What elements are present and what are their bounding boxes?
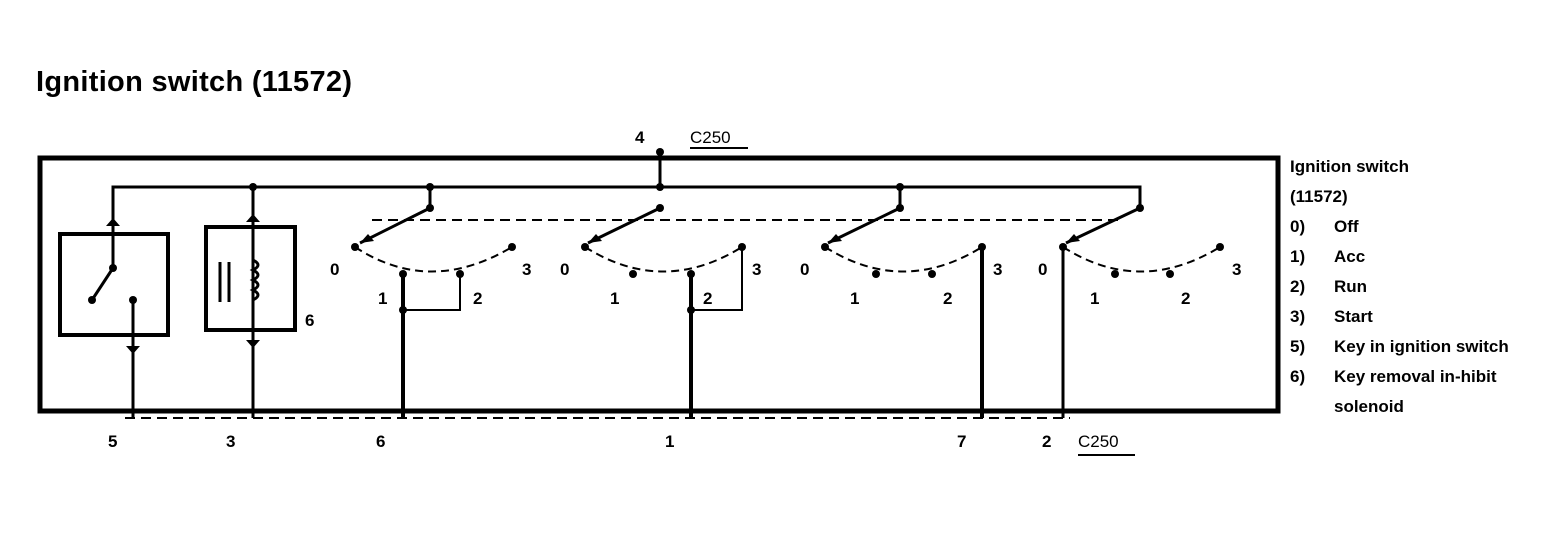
solenoid-label: 6 [305, 311, 314, 330]
position-label: 2 [703, 289, 712, 308]
switch-2-jumper [691, 247, 743, 311]
junction-dot [687, 306, 695, 314]
position-label: 3 [993, 260, 1002, 279]
page-title: Ignition switch (11572) [36, 66, 353, 98]
solenoid-box [204, 225, 297, 332]
position-label: 0 [330, 260, 339, 279]
legend-text: Start [1334, 307, 1373, 326]
switch-3-blade [827, 206, 901, 245]
position-label: 0 [1038, 260, 1047, 279]
position-label: 3 [522, 260, 531, 279]
arrow-icon [360, 234, 374, 243]
pin-4-dot [656, 148, 664, 156]
legend-title-part-number: (11572) [1290, 187, 1348, 206]
position-label: 1 [378, 289, 387, 308]
switch-1-jumper [403, 274, 461, 311]
legend-title: Ignition switch [1290, 157, 1409, 176]
component-box [37, 155, 1281, 414]
legend-text: Key in ignition switch [1334, 337, 1509, 356]
arrow-down-icon [246, 340, 260, 348]
junction-dot [399, 306, 407, 314]
arrow-icon [828, 234, 842, 243]
switch-1-arc [354, 246, 513, 273]
legend-item: 1) Acc [1290, 242, 1540, 272]
position-label: 1 [850, 289, 859, 308]
position-label: 1 [1090, 289, 1099, 308]
arrow-icon [1066, 234, 1080, 243]
position-label: 3 [752, 260, 761, 279]
legend-text: Off [1334, 217, 1359, 236]
switch-4-arc [1062, 246, 1221, 273]
arrow-down-icon [126, 346, 140, 354]
position-label: 3 [1232, 260, 1241, 279]
legend: Ignition switch (11572) 0) Off 1) Acc 2)… [1290, 152, 1540, 422]
position-label: 2 [943, 289, 952, 308]
legend-text: Acc [1334, 247, 1366, 266]
legend-item: 3) Start [1290, 302, 1540, 332]
bottom-pin-label: 5 [108, 432, 117, 451]
arrow-up-icon [246, 214, 260, 222]
bottom-pin-label: 1 [665, 432, 674, 451]
bottom-pin-label: 2 [1042, 432, 1051, 451]
position-label: 2 [473, 289, 482, 308]
legend-item: 0) Off [1290, 212, 1540, 242]
position-label: 2 [1181, 289, 1190, 308]
switch-2-arc [584, 246, 743, 273]
contact-dot [581, 243, 589, 251]
legend-item: 6) Key removal in-hibit solenoid [1290, 362, 1540, 422]
position-label: 0 [800, 260, 809, 279]
legend-key: 3) [1290, 307, 1306, 326]
solenoid-coil-icon [249, 258, 260, 302]
contact-dot [508, 243, 516, 251]
bottom-pin-label: 6 [376, 432, 385, 451]
bottom-connector-label: C250 [1078, 432, 1119, 451]
legend-key: 6) [1290, 367, 1306, 386]
contact-dot [872, 270, 880, 278]
contact-dot [88, 296, 96, 304]
legend-item: 5) Key in ignition switch [1290, 332, 1540, 362]
legend-key: 5) [1290, 337, 1306, 356]
switch-2-blade [587, 206, 661, 245]
contact-dot [821, 243, 829, 251]
bus-junction [656, 183, 664, 191]
legend-text: Key removal in-hibit solenoid [1334, 367, 1497, 416]
contact-dot [351, 243, 359, 251]
legend-text: Run [1334, 277, 1368, 296]
position-label: 1 [610, 289, 619, 308]
bottom-pin-label: 3 [226, 432, 235, 451]
position-label: 0 [560, 260, 569, 279]
legend-item: 2) Run [1290, 272, 1540, 302]
legend-key: 2) [1290, 277, 1306, 296]
contact-dot [1216, 243, 1224, 251]
legend-key: 1) [1290, 247, 1306, 266]
contact-dot [629, 270, 637, 278]
contact-dot [1111, 270, 1119, 278]
top-pin-label: 4 [635, 128, 645, 147]
arrow-icon [588, 234, 602, 243]
legend-key: 0) [1290, 217, 1306, 236]
switch-3-arc [824, 246, 983, 273]
switch-4-blade [1065, 206, 1141, 245]
arrow-up-icon [106, 218, 120, 226]
key-in-switch-blade [90, 267, 115, 301]
bottom-pin-label: 7 [957, 432, 966, 451]
power-bus [111, 185, 1142, 226]
switch-1-blade [359, 206, 431, 245]
contact-dot [1166, 270, 1174, 278]
top-connector-label: C250 [690, 128, 731, 147]
contact-dot [928, 270, 936, 278]
